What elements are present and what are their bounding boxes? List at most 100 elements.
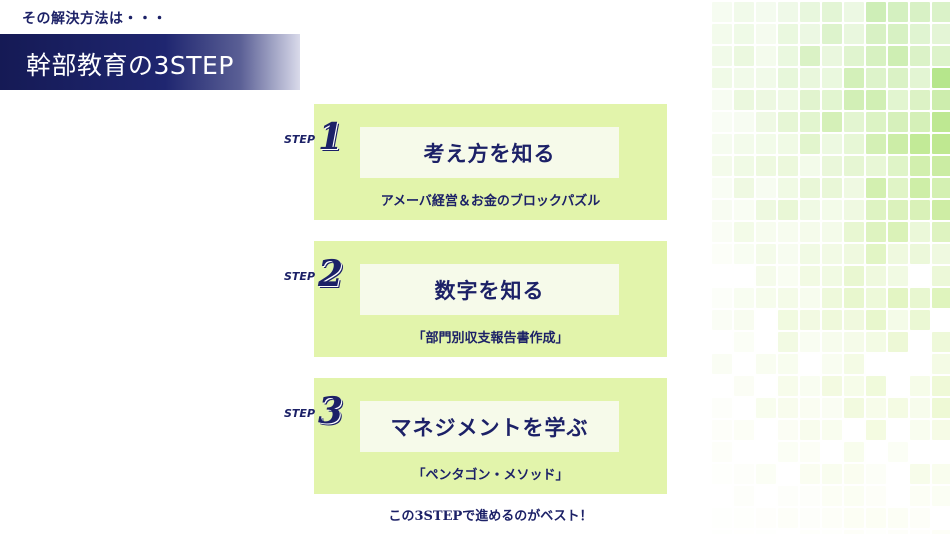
mosaic-tile [734, 508, 754, 528]
mosaic-tile [910, 354, 930, 374]
mosaic-tile [734, 420, 754, 440]
mosaic-tile [866, 420, 886, 440]
mosaic-tile [932, 288, 950, 308]
step-2-number: 2 [318, 253, 344, 295]
mosaic-tile [822, 420, 842, 440]
mosaic-tile [712, 288, 732, 308]
mosaic-tile [844, 266, 864, 286]
mosaic-tile [844, 200, 864, 220]
mosaic-tile [910, 68, 930, 88]
mosaic-tile [822, 266, 842, 286]
mosaic-tile [866, 530, 886, 534]
mosaic-tile [822, 178, 842, 198]
mosaic-tile [712, 266, 732, 286]
step-1-heading: 考え方を知る [423, 141, 556, 166]
mosaic-tile [778, 442, 798, 462]
mosaic-tile [734, 134, 754, 154]
mosaic-tile [932, 420, 950, 440]
mosaic-tile [778, 134, 798, 154]
mosaic-tile [778, 46, 798, 66]
mosaic-tile [778, 24, 798, 44]
step-1-heading-box: 考え方を知る [360, 127, 619, 178]
mosaic-tile [910, 420, 930, 440]
mosaic-tile [844, 222, 864, 242]
mosaic-tile [712, 376, 732, 396]
step-2-heading: 数字を知る [434, 278, 545, 303]
mosaic-tile [844, 46, 864, 66]
mosaic-tile [844, 332, 864, 352]
mosaic-tile [778, 420, 798, 440]
mosaic-tile [866, 200, 886, 220]
mosaic-tile [712, 46, 732, 66]
mosaic-tile [712, 310, 732, 330]
mosaic-tile [888, 332, 908, 352]
mosaic-tile [778, 2, 798, 22]
title-banner: 幹部教育の3STEP [0, 34, 300, 90]
mosaic-tile [888, 288, 908, 308]
mosaic-tile [734, 46, 754, 66]
mosaic-tile [888, 310, 908, 330]
mosaic-tile [800, 530, 820, 534]
mosaic-tile [822, 486, 842, 506]
mosaic-tile [756, 90, 776, 110]
mosaic-tile [778, 310, 798, 330]
mosaic-tile [734, 288, 754, 308]
mosaic-tile [866, 178, 886, 198]
mosaic-tile [844, 156, 864, 176]
mosaic-tile [844, 244, 864, 264]
mosaic-tile [888, 2, 908, 22]
mosaic-tile [756, 156, 776, 176]
mosaic-tile [932, 332, 950, 352]
mosaic-tile [822, 222, 842, 242]
mosaic-tile [932, 112, 950, 132]
mosaic-tile [756, 24, 776, 44]
mosaic-tile [756, 486, 776, 506]
mosaic-tile [910, 288, 930, 308]
mosaic-tile [734, 266, 754, 286]
mosaic-tile [888, 24, 908, 44]
mosaic-tile [778, 288, 798, 308]
mosaic-tile [756, 134, 776, 154]
mosaic-tile [844, 112, 864, 132]
mosaic-tile [844, 420, 864, 440]
mosaic-tile [822, 508, 842, 528]
mosaic-tile [932, 508, 950, 528]
mosaic-tile [844, 134, 864, 154]
mosaic-tile [932, 530, 950, 534]
page-title: 幹部教育の3STEP [26, 51, 234, 80]
mosaic-tile [932, 442, 950, 462]
mosaic-tile [734, 442, 754, 462]
mosaic-tile [866, 68, 886, 88]
step-2-detail: 「部門別収支報告書作成」 [412, 331, 569, 346]
mosaic-tile [910, 200, 930, 220]
mosaic-tile [844, 90, 864, 110]
mosaic-tile [910, 266, 930, 286]
mosaic-tile [910, 24, 930, 44]
mosaic-tile [866, 398, 886, 418]
mosaic-tile [910, 530, 930, 534]
mosaic-tile [866, 46, 886, 66]
step-3-word: STEP [284, 407, 316, 420]
mosaic-tile [932, 376, 950, 396]
mosaic-tile [778, 332, 798, 352]
mosaic-tile [800, 90, 820, 110]
mosaic-tile [822, 332, 842, 352]
mosaic-tile [756, 310, 776, 330]
mosaic-tile [800, 288, 820, 308]
mosaic-tile [800, 486, 820, 506]
step-3-label: STEP3 [284, 384, 343, 432]
mosaic-tile [932, 266, 950, 286]
mosaic-tile [932, 222, 950, 242]
mosaic-tile [888, 134, 908, 154]
mosaic-tile [734, 464, 754, 484]
mosaic-tile [800, 354, 820, 374]
mosaic-tile [866, 464, 886, 484]
mosaic-tile [756, 376, 776, 396]
mosaic-tile [844, 530, 864, 534]
mosaic-tile [866, 24, 886, 44]
mosaic-tile [712, 486, 732, 506]
mosaic-tile [910, 464, 930, 484]
mosaic-tile [932, 90, 950, 110]
mosaic-tile [866, 244, 886, 264]
mosaic-tile [800, 266, 820, 286]
